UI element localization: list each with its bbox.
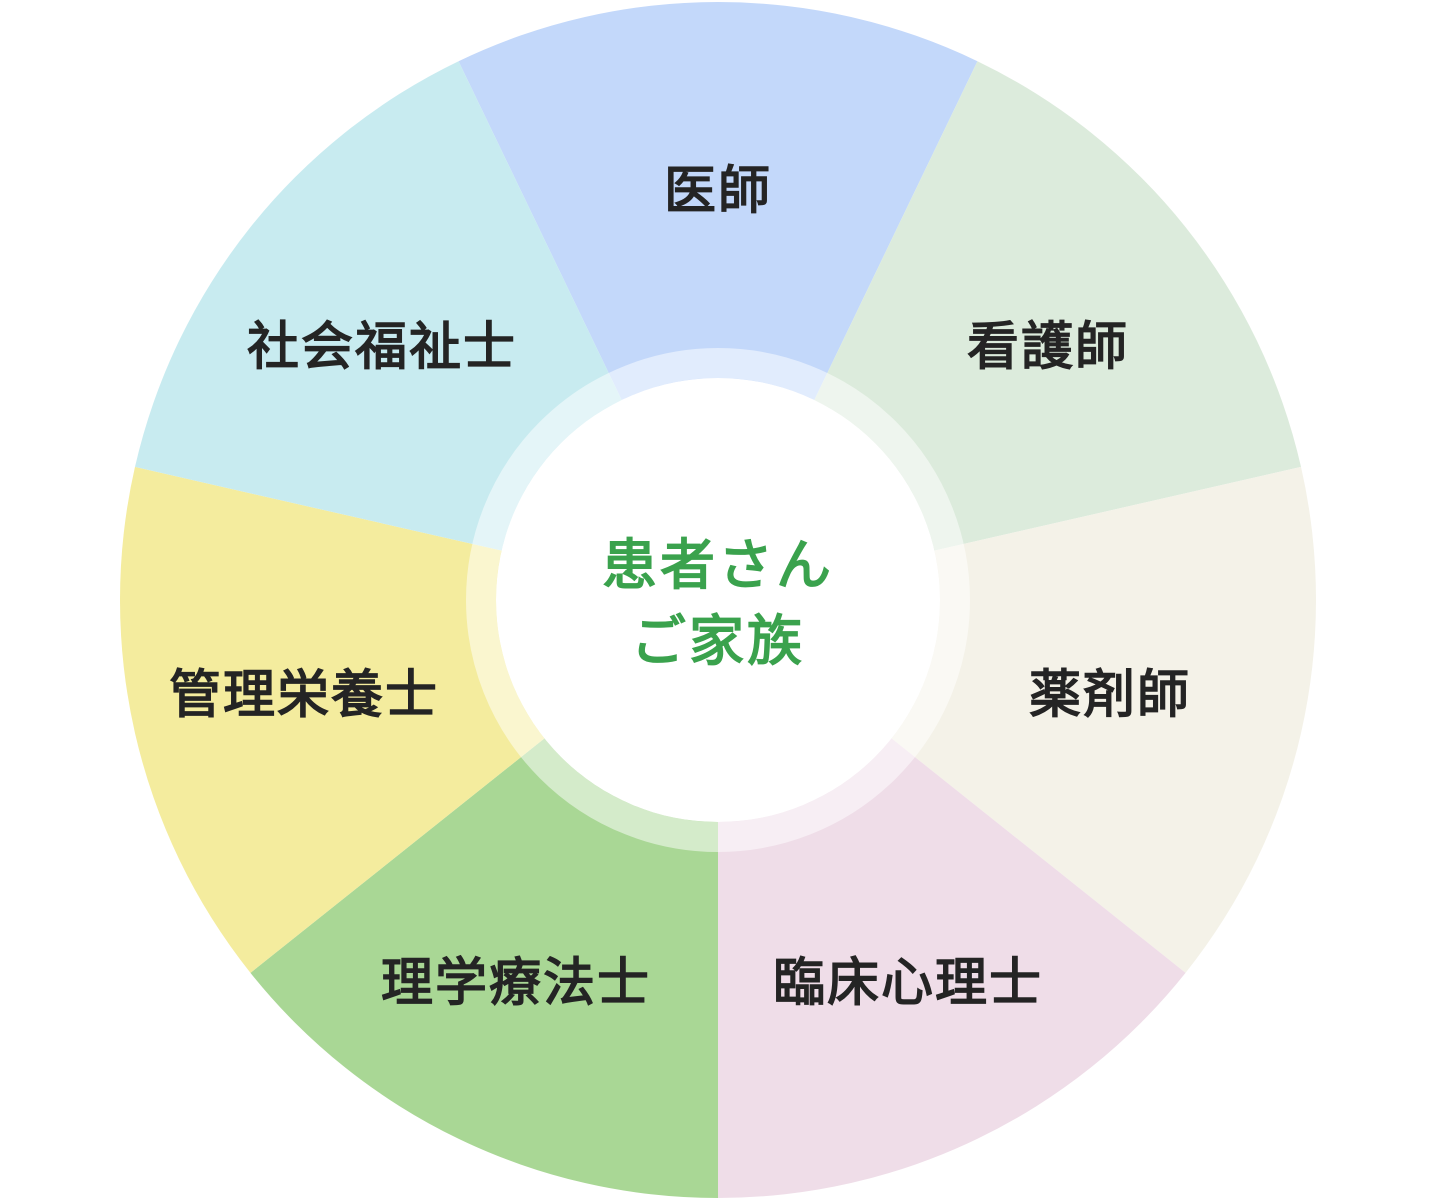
segment-label-clinical-psychologist: 臨床心理士 (772, 954, 1044, 1013)
segment-label-doctor: 医師 (663, 162, 773, 221)
center-label-line1: 患者さん (601, 534, 835, 597)
center-halo-ring (466, 348, 970, 852)
segment-label-nurse: 看護師 (966, 318, 1130, 377)
segment-label-dietitian: 管理栄養士 (168, 666, 440, 725)
segment-wedge-doctor (458, 2, 978, 600)
center-circle (496, 378, 940, 822)
center-label: 患者さん ご家族 (602, 528, 834, 680)
segment-label-social-worker: 社会福祉士 (246, 318, 518, 377)
center-label-line2: ご家族 (630, 610, 806, 672)
segment-label-physical-therapist: 理学療法士 (380, 954, 652, 1013)
segment-label-pharmacist: 薬剤師 (1028, 666, 1192, 725)
